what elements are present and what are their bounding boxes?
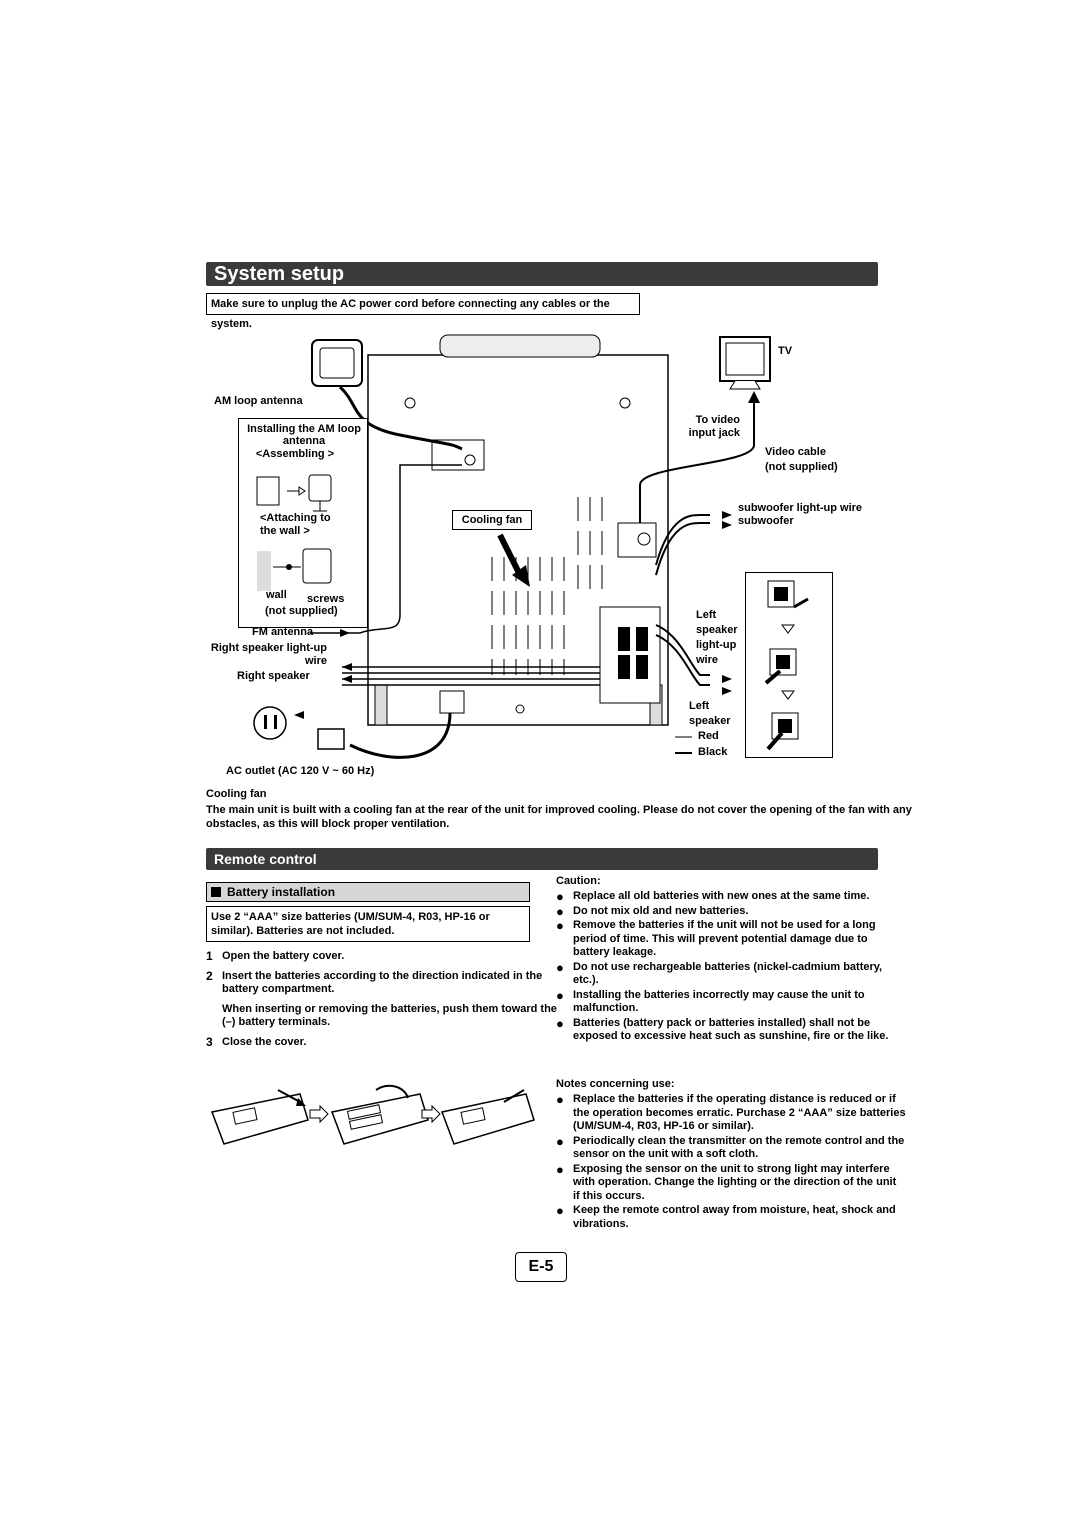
label-assembling: <Assembling > [255,448,335,460]
cooling-heading: Cooling fan [206,788,267,800]
label-screws: screws [307,593,345,605]
caution-text: Batteries (battery pack or batteries ins… [573,1016,889,1043]
antenna-install-box [238,418,368,628]
label-video-not-supplied: (not supplied) [765,461,838,473]
list-item: ● Replace all old batteries with new ones… [556,890,906,904]
am-loop-antenna-icon [311,339,363,387]
caution-text: Do not use rechargeable batteries (nicke… [573,960,883,987]
remote-open-icon [210,1089,309,1145]
label-wall: wall [266,589,287,601]
label-left-speaker: Left speaker [689,700,731,727]
label-video-cable: Video cable [765,446,826,458]
notes-heading: Notes concerning use: [556,1078,675,1090]
list-item: ● Do not mix old and new batteries. [556,905,906,919]
bullet-icon: ● [556,1161,564,1177]
step-text: Open the battery cover. [222,950,345,962]
list-item: ● Batteries (battery pack or batteries in… [556,1017,906,1044]
section-title: System setup [214,263,345,285]
bullet-icon: ● [556,1015,564,1031]
label-red: Red [698,730,719,742]
bullet-icon: ● [556,1133,564,1149]
note-text: Replace the batteries if the operating d… [573,1093,906,1132]
note-text: Exposing the sensor on the unit to stron… [573,1162,897,1202]
step-item: 3 Close the cover. [206,1034,558,1050]
label-tv: TV [778,345,793,357]
label-right-speaker: Right speaker [237,670,310,682]
list-item: ● Replace the batteries if the operating … [556,1093,906,1134]
step-item: 1 Open the battery cover. [206,949,558,964]
step-number: 3 [206,1034,213,1049]
label-subwoofer: subwoofer [738,515,794,527]
bullet-icon: ● [556,959,564,975]
caution-list: ● Replace all old batteries with new ones… [556,890,906,1045]
ac-input [439,690,465,714]
step-number: 2 [206,968,213,983]
step-number: 1 [206,949,213,963]
label-am-loop: AM loop antenna [214,395,303,407]
section-title-bar: System setup [206,262,878,286]
label-attaching: <Attaching to the wall > [260,512,331,537]
bullet-icon: ● [556,918,564,933]
remote-closed-icon [440,1089,535,1145]
note-text: Keep the remote control away from moistu… [573,1204,896,1230]
bullet-icon: ● [556,903,564,919]
label-installing: Installing the AM loop antenna [247,423,361,447]
battery-installation-label: Battery installation [227,885,336,899]
caution-text: Do not mix old and new batteries. [573,904,749,917]
step-text: Insert the batteries according to the di… [222,969,543,996]
list-item: ● Exposing the sensor on the unit to stro… [556,1163,906,1204]
warning-box: Make sure to unplug the AC power cord be… [206,293,640,330]
label-sub-light: subwoofer light-up wire [738,502,863,514]
connection-diagram [253,334,771,759]
caution-text: Installing the batteries incorrectly may… [573,988,865,1015]
list-item: ● Installing the batteries incorrectly ma… [556,989,906,1016]
caution-text: Replace all old batteries with new ones … [573,890,870,902]
remote-title-bar: Remote control [206,848,878,870]
unit-top [439,334,601,358]
remote-batteries-icon [330,1084,429,1145]
label-not-supplied: (not supplied) [265,605,338,617]
label-left-light: Left speaker light-up wire [696,609,738,666]
label-ac-outlet: AC outlet (AC 120 V ~ 60 Hz) [226,765,375,777]
battery-steps: 1 Open the battery cover. 2 Insert the bat… [206,949,558,1055]
page-number: E-5 [515,1252,567,1282]
caution-heading: Caution: [556,875,601,887]
label-fm-antenna: FM antenna [252,626,314,638]
step-item: 2 Insert the batteries according to the d… [206,968,558,997]
caution-text: Remove the batteries if the unit will no… [573,919,876,958]
square-bullet-icon [211,887,221,897]
battery-info-text: Use 2 “AAA” size batteries (UM/SUM-4, R0… [211,911,490,937]
bullet-icon: ● [556,987,564,1003]
label-right-light: Right speaker light-up wire [210,642,327,667]
battery-installation-heading: Battery installation [206,882,530,902]
bullet-icon: ● [556,889,564,904]
list-item: ● Remove the batteries if the unit will n… [556,919,906,960]
note-text: Periodically clean the transmitter on th… [573,1134,905,1161]
terminal-steps-icon [764,580,809,751]
label-to-video: To video input jack [688,414,740,439]
bullet-icon: ● [556,1203,564,1218]
step-text: Close the cover. [222,1035,307,1048]
warning-text: Make sure to unplug the AC power cord be… [211,298,610,330]
bullet-icon: ● [556,1092,564,1107]
step-text: When inserting or removing the batteries… [222,1002,557,1029]
cooling-text: The main unit is built with a cooling fa… [206,804,912,830]
ac-outlet-icon [253,706,287,740]
label-black: Black [698,746,728,758]
step-item: When inserting or removing the batteries… [206,1003,558,1030]
step-number [206,1003,222,1030]
terminal-connection-diagram [745,572,833,758]
power-plug-icon [317,728,345,750]
battery-illustrations [210,1084,535,1145]
antenna-wall-mount-icon [257,548,332,591]
remote-title: Remote control [214,851,317,867]
list-item: ● Do not use rechargeable batteries (nick… [556,961,906,988]
battery-info-box: Use 2 “AAA” size batteries (UM/SUM-4, R0… [206,906,530,942]
list-item: ● Periodically clean the transmitter on t… [556,1135,906,1162]
antenna-assembly-icon [256,474,332,512]
notes-list: ● Replace the batteries if the operating … [556,1093,906,1232]
label-cooling-fan: Cooling fan [452,510,532,530]
list-item: ● Keep the remote control away from moist… [556,1204,906,1231]
